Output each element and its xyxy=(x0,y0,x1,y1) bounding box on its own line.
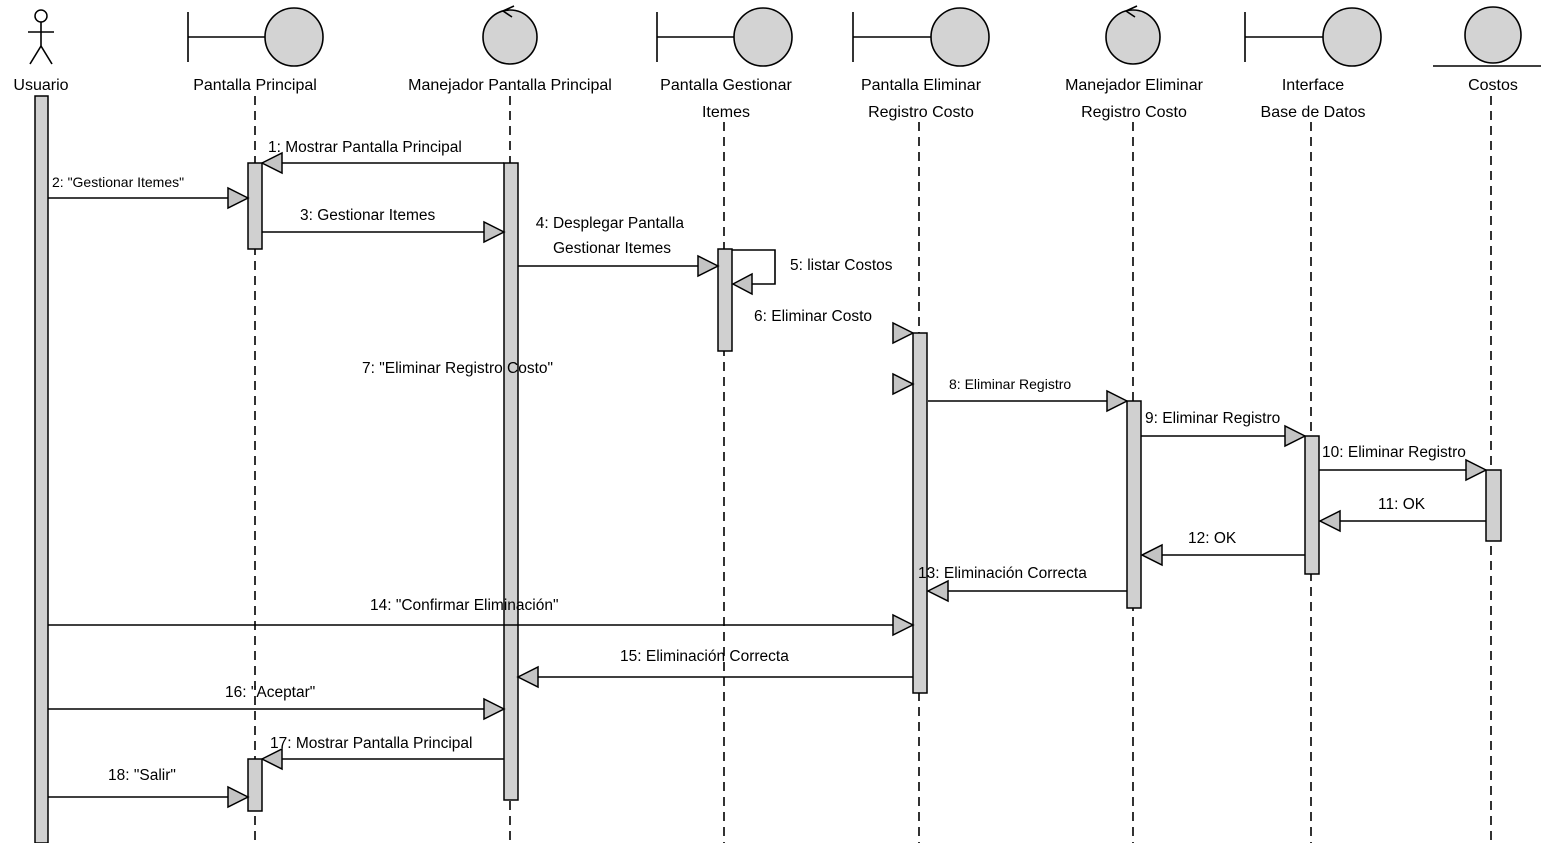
message-label-line: Gestionar Itemes xyxy=(553,240,671,257)
control-icon xyxy=(1105,5,1161,65)
activation-bar xyxy=(34,95,49,843)
participant-label: Itemes xyxy=(702,104,750,121)
boundary-icon xyxy=(187,7,324,67)
message-label: 18: "Salir" xyxy=(108,767,176,784)
message-label: 10: Eliminar Registro xyxy=(1322,444,1466,461)
message-label: 2: "Gestionar Itemes" xyxy=(52,174,184,190)
participant-label: Registro Costo xyxy=(1081,104,1187,121)
activation-bar xyxy=(717,248,733,352)
participant-label: Base de Datos xyxy=(1261,104,1366,121)
participant-label: Usuario xyxy=(13,77,68,94)
message-label: 3: Gestionar Itemes xyxy=(300,207,436,224)
participant-label: Costos xyxy=(1468,77,1518,94)
message-label: 14: "Confirmar Eliminación" xyxy=(370,597,558,614)
participant-label: Manejador Pantalla Principal xyxy=(408,77,612,94)
participant-label: Interface xyxy=(1282,77,1344,94)
message-label: 12: OK xyxy=(1188,530,1237,547)
message-label: 6: Eliminar Costo xyxy=(754,308,872,325)
entity-icon xyxy=(1433,6,1541,67)
participant-label: Manejador Eliminar xyxy=(1065,77,1204,94)
participant-label: Pantalla Eliminar xyxy=(861,77,982,94)
participant-label: Pantalla Gestionar xyxy=(660,77,792,94)
activation-bar xyxy=(503,162,519,801)
activation-bar xyxy=(1126,400,1142,609)
activation-bar xyxy=(247,162,263,250)
activation-bar xyxy=(1485,469,1502,542)
message-label: 17: Mostrar Pantalla Principal xyxy=(270,735,472,752)
activation-bar xyxy=(912,332,928,694)
message-label: 8: Eliminar Registro xyxy=(949,376,1071,392)
message-label: 7: "Eliminar Registro Costo" xyxy=(362,360,553,377)
control-icon xyxy=(482,5,538,65)
message-label: 16: "Aceptar" xyxy=(225,684,315,701)
message-label: 1: Mostrar Pantalla Principal xyxy=(268,139,462,156)
participant-label: Pantalla Principal xyxy=(193,77,317,94)
boundary-icon xyxy=(656,7,793,67)
boundary-icon xyxy=(852,7,990,67)
activation-bar xyxy=(1304,435,1320,575)
activation-bar xyxy=(247,758,263,812)
boundary-icon xyxy=(1244,7,1382,67)
message-label: 5: listar Costos xyxy=(790,257,893,274)
message-label: 11: OK xyxy=(1378,496,1426,513)
message-label: 15: Eliminación Correcta xyxy=(620,648,789,665)
message-arrowheads xyxy=(227,151,1488,809)
message-label: 9: Eliminar Registro xyxy=(1145,410,1280,427)
message-label: 4: Desplegar Pantalla Gestionar Itemes xyxy=(536,215,689,257)
actor-usuario xyxy=(28,9,54,65)
message-label: 13: Eliminación Correcta xyxy=(918,565,1087,582)
message-label-line: 4: Desplegar Pantalla xyxy=(536,215,685,232)
message-lines xyxy=(48,162,1486,798)
participant-label: Registro Costo xyxy=(868,104,974,121)
